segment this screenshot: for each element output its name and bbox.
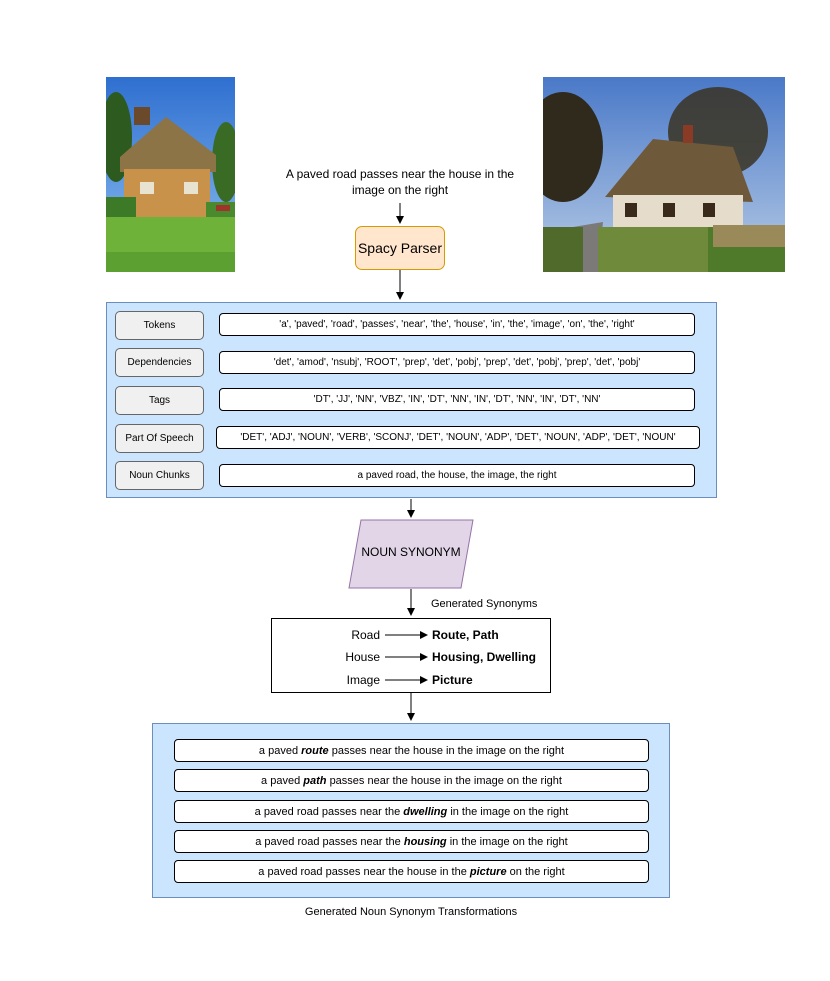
transformation-item: a paved road passes near the house in th… (174, 860, 649, 883)
synonym-noun: Road (351, 628, 380, 642)
spacy-parser-node: Spacy Parser (355, 226, 445, 270)
synonym-values: Picture (432, 673, 473, 687)
noun-synonym-label: NOUN SYNONYM (361, 545, 461, 559)
tokens-label: Tokens (115, 311, 204, 340)
generated-synonyms-label: Generated Synonyms (431, 598, 538, 610)
synonym-arrows (385, 631, 428, 684)
synonyms-box: Road Route, Path House Housing, Dwelling… (271, 618, 551, 693)
tags-value: 'DT', 'JJ', 'NN', 'VBZ', 'IN', 'DT', 'NN… (219, 388, 695, 411)
synonym-noun: House (345, 650, 380, 664)
synonym-row: House Housing, Dwelling (272, 650, 552, 666)
left-cottage-photo (106, 77, 235, 272)
tokens-value: 'a', 'paved', 'road', 'passes', 'near', … (219, 313, 695, 336)
input-caption: A paved road passes near the house in th… (285, 167, 515, 197)
tags-label: Tags (115, 386, 204, 415)
right-cottage-photo (543, 77, 785, 272)
noun-synonym-shape (348, 519, 474, 589)
noun-synonym-node: NOUN SYNONYM (349, 545, 473, 559)
dependencies-value: 'det', 'amod', 'nsubj', 'ROOT', 'prep', … (219, 351, 695, 374)
part-of-speech-label: Part Of Speech (115, 424, 204, 453)
transformations-caption: Generated Noun Synonym Transformations (304, 906, 518, 918)
synonym-noun: Image (346, 673, 380, 687)
synonym-values: Housing, Dwelling (432, 650, 536, 664)
transformation-item: a paved road passes near the housing in … (174, 830, 649, 853)
noun-chunks-label: Noun Chunks (115, 461, 204, 490)
synonym-values: Route, Path (432, 628, 499, 642)
transformation-item: a paved path passes near the house in th… (174, 769, 649, 792)
synonym-row: Image Picture (272, 673, 552, 689)
transformation-item: a paved road passes near the dwelling in… (174, 800, 649, 823)
noun-chunks-value: a paved road, the house, the image, the … (219, 464, 695, 487)
synonym-row: Road Route, Path (272, 628, 552, 644)
part-of-speech-value: 'DET', 'ADJ', 'NOUN', 'VERB', 'SCONJ', '… (216, 426, 700, 449)
dependencies-label: Dependencies (115, 348, 204, 377)
transformation-item: a paved route passes near the house in t… (174, 739, 649, 762)
spacy-parser-label: Spacy Parser (357, 240, 443, 256)
